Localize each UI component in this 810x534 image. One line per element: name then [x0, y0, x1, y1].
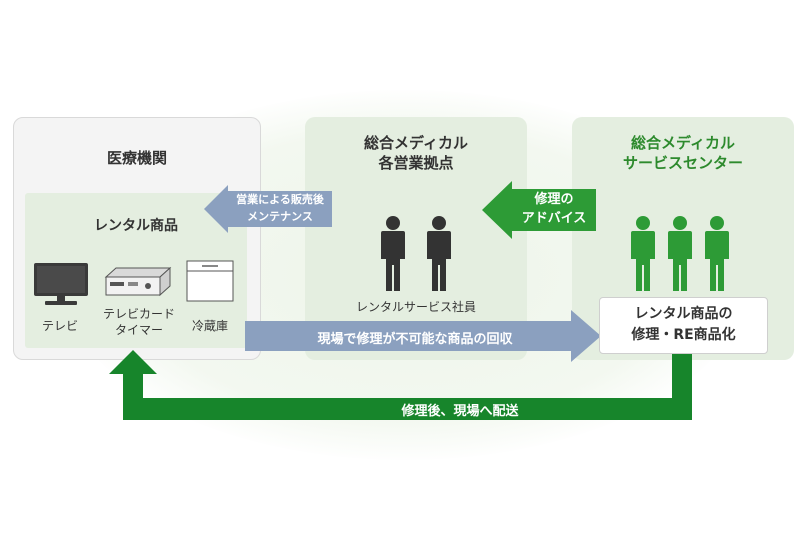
center-staff-figures: [631, 216, 729, 291]
tv-label: テレビ: [41, 319, 78, 333]
person-icon: [381, 216, 405, 291]
refrigerator-label: 冷蔵庫: [191, 319, 228, 333]
rental-service-staff-label: レンタルサービス社員: [355, 300, 476, 314]
sales-base-box: [305, 117, 527, 360]
hospital-title: 医療機関: [106, 149, 167, 167]
person-icon: [631, 216, 655, 291]
maintenance-arrow: [204, 185, 332, 233]
repair-label: レンタル商品の 修理・RE商品化: [631, 306, 736, 343]
refrigerator-icon: [186, 260, 234, 302]
staff-figures: [381, 216, 451, 291]
card-timer-icon: [104, 266, 172, 297]
tv-icon: [34, 263, 88, 305]
advice-arrow: [482, 181, 596, 239]
advice-arrow-label: 修理の アドバイス: [521, 192, 587, 226]
maintenance-arrow-label: 営業による販売後 メンテナンス: [236, 193, 324, 223]
person-icon: [427, 216, 451, 291]
person-icon: [705, 216, 729, 291]
collect-arrow-label: 現場で修理が不可能な商品の回収: [317, 332, 513, 347]
card-timer-label: テレビカード タイマー: [102, 307, 175, 337]
sales-base-title: 総合メディカル 各営業拠点: [364, 134, 468, 172]
repair-box: [599, 297, 768, 354]
rental-products-title: レンタル商品: [94, 218, 178, 234]
collect-arrow: [245, 310, 601, 362]
delivery-arrow-label: 修理後、現場へ配送: [401, 404, 519, 419]
person-icon: [668, 216, 692, 291]
service-center-title: 総合メディカル サービスセンター: [622, 134, 743, 172]
